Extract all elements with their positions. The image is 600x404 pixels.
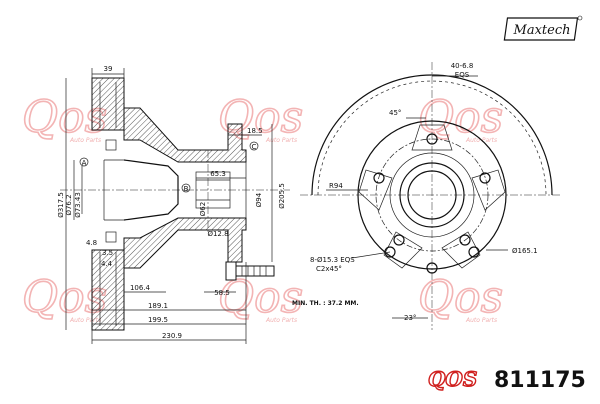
dim-4-8: 4.8: [86, 239, 97, 247]
dim-12-8: Ø12.8: [207, 230, 228, 238]
stud-hole: [393, 234, 405, 246]
dim-4-4: 4.4: [101, 260, 113, 268]
dim-317-5: Ø317.5: [57, 192, 65, 218]
dim-eqs: EQS: [455, 71, 470, 79]
watermark-subtext: Auto Parts: [265, 137, 297, 144]
leader-line: [351, 251, 391, 259]
maxtech-logo: Maxtech: [503, 15, 583, 41]
dim-62: Ø62: [199, 202, 207, 216]
dim-76-2: Ø76.2: [65, 194, 73, 215]
callout-b-marker: [181, 183, 191, 193]
watermark-subtext: Auto Parts: [69, 137, 101, 144]
hat-section-top: [123, 107, 247, 163]
part-number: 811175: [494, 368, 586, 393]
section-view: A B C 39 18.5 65.3 Ø317.5 Ø76.2 Ø73.43 Ø…: [57, 65, 359, 344]
dim-230-9: 230.9: [162, 332, 182, 340]
registered-mark-icon: [577, 15, 583, 21]
bolt-circle: [375, 138, 489, 252]
stud-hole: [373, 172, 385, 184]
rotor-ring-top: [91, 77, 125, 131]
detail-box: [105, 231, 117, 243]
callout-a-marker: [79, 157, 89, 167]
hat-section-bottom: [123, 217, 247, 269]
dim-chamfer: C2x45°: [316, 265, 342, 273]
min-thickness-note: MIN. TH. : 37.2 MM.: [292, 300, 359, 307]
stud-hole: [426, 133, 438, 145]
watermark-subtext: Auto Parts: [265, 317, 297, 324]
stud-hole: [384, 246, 396, 258]
hat-inner-circle: [389, 152, 475, 238]
watermark-text: Qos: [418, 92, 503, 143]
face-view: 40-6.8 EQS 45° R94 8-Ø15.3 EQS C2x45° Ø1…: [300, 62, 560, 330]
dim-106-4: 106.4: [130, 284, 151, 292]
dim-205-5: Ø205.5: [278, 183, 286, 209]
dim-18-5: 18.5: [247, 127, 263, 135]
dim-holes: 8-Ø15.3 EQS: [310, 256, 355, 264]
stud-hole: [479, 172, 491, 184]
dim-r94: R94: [329, 182, 343, 190]
hub-circle: [399, 162, 465, 228]
watermark-text: Qos: [418, 272, 503, 323]
watermark-subtext: Auto Parts: [465, 317, 497, 324]
wheel-stud: [225, 261, 275, 281]
dim-199-5: 199.5: [148, 316, 168, 324]
callout-b-label: B: [184, 185, 189, 193]
dim-39: 39: [104, 65, 113, 73]
callout-a-label: A: [82, 159, 87, 167]
dim-65-3: 65.3: [210, 170, 226, 178]
hat-outer-circle: [357, 120, 507, 270]
stud-bore: [195, 171, 231, 209]
dim-45-deg: 45°: [389, 109, 401, 117]
dim-40-6-8: 40-6.8: [451, 62, 474, 70]
dim-165-1: Ø165.1: [512, 247, 538, 255]
dim-58-5: 58.5: [214, 289, 230, 297]
stud-hole: [426, 262, 438, 274]
center-bore: [123, 159, 179, 221]
maxtech-logo-text: Maxtech: [513, 23, 571, 38]
stud-hole: [468, 246, 480, 258]
dim-23-deg: 23°: [404, 314, 416, 322]
center-bore-circle: [407, 170, 457, 220]
watermark-subtext: Auto Parts: [69, 317, 101, 324]
detail-box: [105, 139, 117, 151]
qos-logo-text: QOS: [428, 367, 477, 391]
callout-c-marker: [249, 141, 259, 151]
stud-hole: [459, 234, 471, 246]
footer-brand: QOS 811175: [427, 366, 586, 393]
dim-73-43: Ø73.43: [74, 192, 82, 218]
callout-c-label: C: [252, 143, 257, 151]
watermark-subtext: Auto Parts: [465, 137, 497, 144]
dim-94: Ø94: [255, 192, 263, 207]
dim-189-1: 189.1: [148, 302, 168, 310]
dim-3-5: 3.5: [102, 249, 113, 257]
rotor-outer-arc: [311, 74, 553, 196]
